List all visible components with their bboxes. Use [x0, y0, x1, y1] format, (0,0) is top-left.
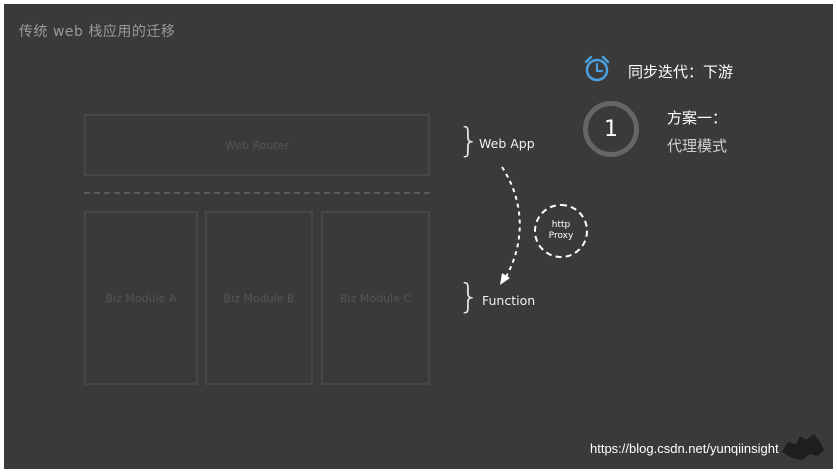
proxy-arrow — [500, 166, 521, 285]
biz-module-c-box: Biz Module C — [321, 211, 430, 385]
biz-module-b-box: Biz Module B — [205, 211, 313, 385]
proxy-line-1: http — [551, 219, 571, 230]
function-label: Function — [482, 293, 536, 308]
web-router-box: Web Router — [84, 114, 430, 176]
web-app-brace: } — [458, 121, 480, 161]
slide-title: 传统 web 栈应用的迁移 — [19, 24, 176, 40]
plan-subtitle: 代理模式 — [667, 137, 728, 155]
web-app-label: Web App — [479, 136, 535, 151]
alarm-clock-icon — [584, 55, 610, 82]
proxy-line-2: Proxy — [548, 231, 574, 241]
sync-label: 同步迭代：下游 — [628, 63, 734, 81]
step-number-circle: 1 — [583, 101, 639, 157]
web-router-label: Web Router — [225, 138, 289, 152]
biz-module-a-box: Biz Module A — [84, 211, 198, 385]
watermark-logo-icon — [782, 434, 824, 460]
biz-module-c-label: Biz Module C — [339, 291, 412, 305]
step-number: 1 — [604, 116, 618, 142]
dashed-separator — [84, 192, 430, 194]
http-proxy-circle: http Proxy — [534, 204, 588, 258]
biz-module-b-label: Biz Module B — [223, 291, 295, 305]
plan-title: 方案一： — [667, 109, 728, 127]
watermark-url: https://blog.csdn.net/yunqiinsight — [590, 441, 779, 456]
slide: 传统 web 栈应用的迁移 Web Router Biz Module A Bi… — [4, 4, 833, 469]
function-brace: } — [458, 277, 480, 317]
biz-module-a-label: Biz Module A — [105, 291, 177, 305]
